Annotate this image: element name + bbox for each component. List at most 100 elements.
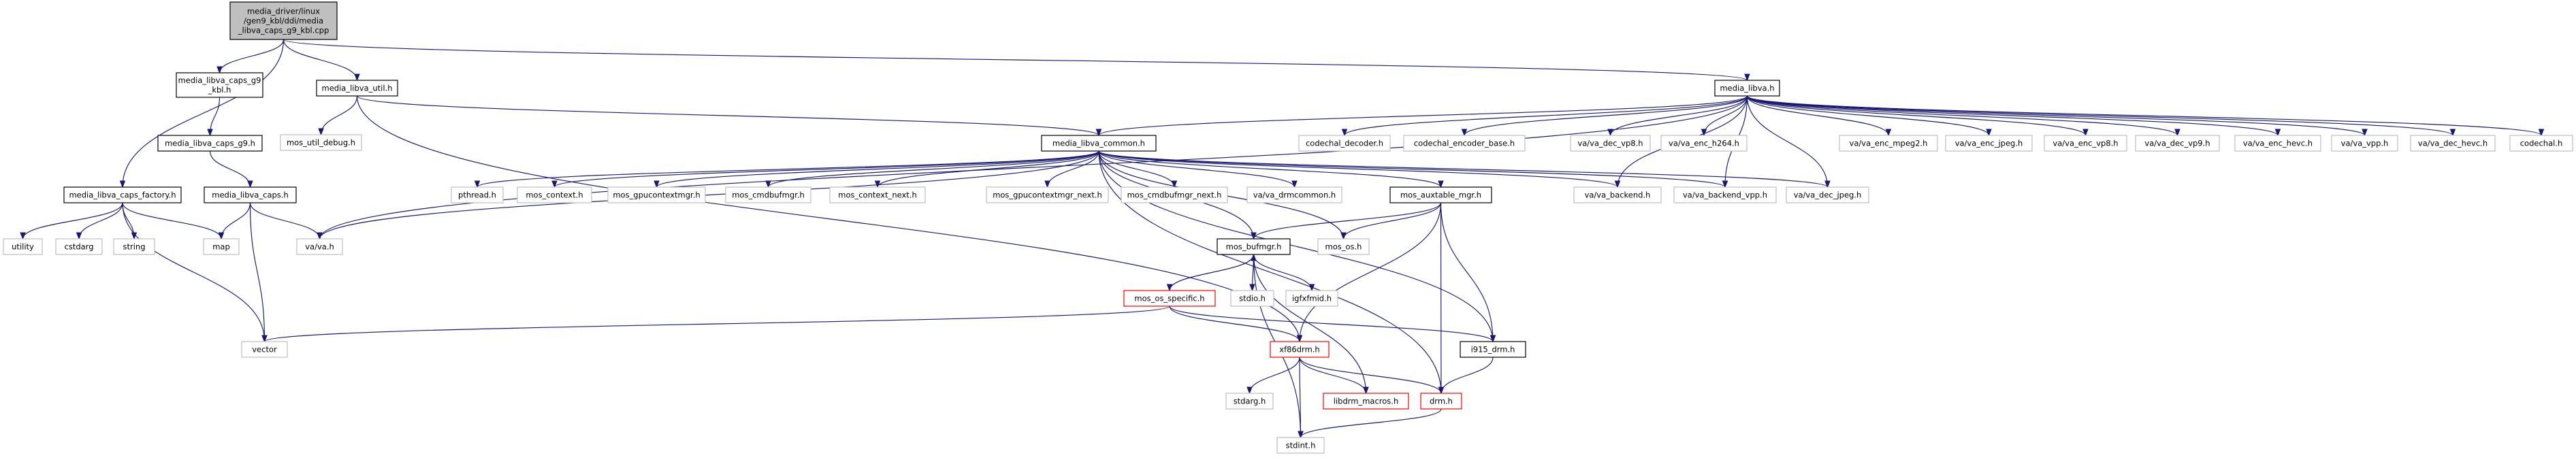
edge-mos_os_specific-to-vector (261, 306, 1170, 343)
edge-mos_auxtable_mgr-to-i915_drm (1440, 202, 1496, 343)
node-mos-bufmgr[interactable]: mos_bufmgr.h (1217, 238, 1291, 255)
edge-mos_auxtable_mgr-to-drm (1438, 202, 1445, 395)
edge-media_libva-to-va_dec_hevc (1746, 95, 2456, 137)
node-va-dec-vp8: va/va_dec_vp8.h (1570, 135, 1651, 152)
edge-libva_common-to-va_backend_vpp (1098, 150, 1728, 188)
edge-caps_factory-to-vector (122, 202, 268, 343)
edge-libva_common-to-i915_drm (1098, 150, 1496, 343)
edge-media_libva-to-va_vpp (1746, 95, 2368, 137)
node-va-h: va/va.h (296, 238, 343, 255)
node-caps-factory[interactable]: media_libva_caps_factory.h (63, 186, 182, 203)
graph-nodes: media_driver/linux/gen9_kbl/ddi/media_li… (3, 1, 2573, 454)
node-label: va/va.h (305, 242, 334, 252)
node-label: mos_cmdbufmgr.h (732, 191, 805, 200)
node-codechal-decoder: codechal_decoder.h (1298, 135, 1391, 152)
node-label: mos_gpucontextmgr_next.h (993, 191, 1102, 200)
edge-i915_drm-to-drm (1438, 357, 1494, 395)
node-va-vpp: va/va_vpp.h (2331, 135, 2398, 152)
node-libva-caps[interactable]: media_libva_caps.h (204, 186, 297, 203)
node-root[interactable]: media_driver/linux/gen9_kbl/ddi/media_li… (229, 1, 338, 40)
edge-libva_common-to-mos_auxtable_mgr (1098, 150, 1444, 188)
node-mos-util-debug: mos_util_debug.h (280, 134, 362, 151)
node-label: va/va_dec_vp8.h (1577, 139, 1643, 148)
node-label: utility (12, 242, 34, 252)
node-mos-context: mos_context.h (517, 186, 592, 203)
edge-libva_util-to-mos_util_debug (318, 95, 358, 136)
node-label: media_libva_common.h (1052, 139, 1145, 148)
node-label: mos_context.h (526, 191, 583, 200)
edge-media_libva-to-va_dec_vp9 (1746, 95, 2180, 137)
node-mos-context-next: mos_context_next.h (829, 186, 926, 203)
node-mos-cmdbufmgr-next: mos_cmdbufmgr_next.h (1121, 186, 1228, 203)
node-label: media_libva_caps.h (212, 191, 288, 200)
node-label: va/va_vpp.h (2341, 139, 2389, 148)
node-codechal: codechal.h (2509, 135, 2573, 152)
node-label: mos_auxtable_mgr.h (1400, 191, 1481, 200)
edge-media_libva-to-libva_common (1095, 95, 1748, 137)
edge-mos_os_specific-to-mos_bufmgr (1169, 253, 1257, 291)
node-libdrm-macros[interactable]: libdrm_macros.h (1323, 393, 1409, 410)
edge-media_libva-to-va_enc_h264 (1701, 95, 1748, 137)
node-label: va/va_dec_jpeg.h (1794, 191, 1862, 200)
node-media-libva[interactable]: media_libva.h (1714, 80, 1780, 97)
node-codechal-encoder-base: codechal_encoder_base.h (1403, 135, 1526, 152)
node-va-enc-hevc: va/va_enc_hevc.h (2234, 135, 2321, 152)
node-label: libdrm_macros.h (1334, 397, 1399, 406)
node-label: mos_os_specific.h (1134, 294, 1204, 303)
node-label: va/va_enc_jpeg.h (1955, 139, 2023, 148)
node-stdint: stdint.h (1276, 437, 1325, 454)
node-label: media_libva_caps_g9.h (165, 139, 255, 148)
node-label: va/va_enc_mpeg2.h (1850, 139, 1928, 148)
edge-media_libva-to-va_enc_jpeg (1746, 95, 1992, 137)
edge-media_libva-to-va_enc_hevc (1746, 95, 2281, 137)
node-va-backend: va/va_backend.h (1573, 186, 1662, 203)
node-mos-auxtable-mgr[interactable]: mos_auxtable_mgr.h (1389, 186, 1492, 203)
edge-mos_os_specific-to-xf86drm (1169, 306, 1303, 343)
edge-libva_common-to-va_backend (1098, 150, 1621, 188)
node-label: _kbl.h (208, 85, 231, 95)
edge-caps_factory-to-map (122, 202, 225, 240)
node-label: map (212, 242, 230, 252)
node-libva-util[interactable]: media_libva_util.h (316, 80, 398, 97)
node-libva-common[interactable]: media_libva_common.h (1041, 135, 1157, 152)
node-label: drm.h (1430, 397, 1453, 406)
node-va-enc-jpeg: va/va_enc_jpeg.h (1945, 135, 2033, 152)
node-stdio: stdio.h (1230, 290, 1274, 307)
node-xf86drm[interactable]: xf86drm.h (1270, 341, 1330, 358)
edge-media_libva-to-va_enc_vp8 (1746, 95, 2089, 137)
node-va-drmcommon: va/va_drmcommon.h (1246, 186, 1342, 203)
edge-libva_common-to-mos_gpucontextmgr (654, 150, 1099, 188)
edge-media_libva-to-va_dec_jpeg (1746, 95, 1831, 188)
edge-media_libva-to-codechal_decoder (1341, 95, 1748, 137)
node-pthread: pthread.h (451, 186, 504, 203)
node-label: /gen9_kbl/ddi/media (244, 16, 323, 26)
edge-libva_common-to-va_dec_jpeg (1098, 150, 1831, 188)
node-igfxfmid: igfxfmid.h (1285, 290, 1338, 307)
edge-libva_common-to-mos_context (551, 150, 1099, 188)
node-mos-cmdbufmgr: mos_cmdbufmgr.h (725, 186, 811, 203)
node-label: va/va_enc_vp8.h (2052, 139, 2118, 148)
node-mos-os: mos_os.h (1317, 238, 1370, 255)
node-label: media_libva_caps_factory.h (69, 191, 176, 200)
node-i915-drm[interactable]: i915_drm.h (1460, 341, 1526, 358)
edge-media_libva-to-codechal (1746, 95, 2545, 137)
edge-media_libva-to-codechal_encoder_base (1461, 95, 1748, 137)
node-label: va/va_backend.h (1585, 191, 1651, 200)
node-mos-os-specific[interactable]: mos_os_specific.h (1123, 290, 1216, 307)
node-label: media_libva_util.h (322, 84, 393, 93)
node-label: pthread.h (458, 191, 496, 200)
node-label: va/va_enc_hevc.h (2243, 139, 2313, 148)
node-label: _libva_caps_g9_kbl.cpp (238, 26, 329, 35)
node-caps-g9[interactable]: media_libva_caps_g9.h (157, 135, 263, 152)
node-caps-g9-kbl[interactable]: media_libva_caps_g9_kbl.h (176, 72, 263, 98)
edge-media_libva-to-va_enc_mpeg2 (1746, 95, 1892, 137)
node-vector: vector (241, 341, 288, 358)
graph-edges (20, 39, 2545, 439)
edge-libva_caps-to-vector (249, 202, 268, 343)
edge-libva_caps-to-va_h (249, 202, 323, 240)
edge-root-to-libva_util (283, 39, 360, 82)
node-label: mos_bufmgr.h (1226, 242, 1282, 252)
node-drm[interactable]: drm.h (1420, 393, 1462, 410)
edge-xf86drm-to-libdrm_macros (1299, 357, 1369, 395)
